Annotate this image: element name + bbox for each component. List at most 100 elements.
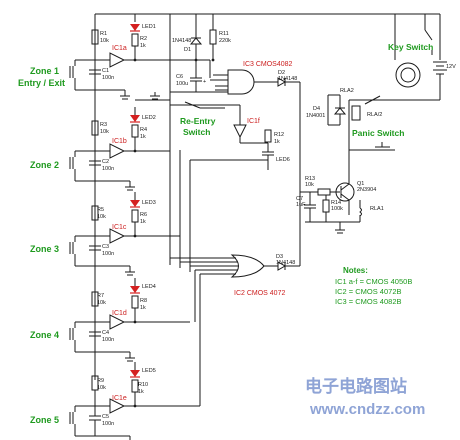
zone-5-labels: R9 10k R10 1k C5 100n IC1e LED5 [97,368,156,427]
zone-3-labels: R5 10k R6 1k C3 100n IC1c LED3 [97,200,156,257]
c6-value: 100u [176,81,188,87]
zone-2-c-value: 100n [102,166,114,172]
note-line-3: IC3 = CMOS 4082B [335,297,402,306]
zone-4-r2 [131,295,139,309]
d4-value: 1N4001 [306,113,325,119]
relay-switch-block [327,14,447,170]
r14-value: 100k [331,206,343,212]
zone-4-r1-ref: R7 [97,293,104,299]
zone-5-ic: IC1e [112,395,127,402]
zone-3-r2-value: 1k [140,219,146,225]
d2-ref: D2 [278,70,285,76]
zone-4-c-ref: C4 [102,330,109,336]
zone-2-r2-ref: R4 [140,127,147,133]
zone-circuits-generated [69,14,201,440]
zone-5-title: Zone 5 [30,415,59,425]
zone-2-ic: IC1b [112,138,127,145]
c7-value: 1uF [296,202,306,208]
zone-4-r2-value: 1k [140,305,146,311]
r13-ref: R13 [305,176,315,182]
zone-1-labels: R1 10k R2 1k C1 100n IC1a LED1 [100,24,156,81]
zone-1-title: Zone 1 [30,66,59,76]
zone-3-r2 [131,209,139,223]
zone-1-led: LED1 [142,24,156,30]
zone-5-buffer [109,398,126,414]
c7-ref: C7 [296,196,303,202]
zone-4-junction [133,320,137,324]
rla12-label: RLA/2 [367,112,382,118]
zone-4-title: Zone 4 [30,330,59,340]
zone-2-title: Zone 2 [30,160,59,170]
notes-title: Notes: [343,266,368,275]
q1-ref: Q1 [357,181,364,187]
r12-ref: R12 [274,132,284,138]
zone-3-r1-value: 10k [97,214,106,220]
zone-5-c-ref: C5 [102,414,109,420]
led6-label: LED6 [276,157,290,163]
zone-4-labels: R7 10k R8 1k C4 100n IC1d LED4 [97,284,156,343]
r11-value: 220k [219,38,231,44]
zone-2-labels: R3 10k R4 1k C2 100n IC1b LED2 [100,115,156,172]
notes-block: Notes: IC1 a-f = CMOS 4050B IC2 = CMOS 4… [335,266,412,306]
zone-2-buffer [109,143,126,159]
zone-3-r1-ref: R5 [97,207,104,213]
zone-1-c-ref: C1 [102,68,109,74]
zone-1-r1-value: 10k [100,38,109,44]
zone-3-led-icon [130,200,140,207]
zone-4-r1-value: 10k [97,300,106,306]
entry-delay-block [150,14,301,192]
zone-1-subtitle: Entry / Exit [18,78,65,88]
note-line-1: IC1 a-f = CMOS 4050B [335,277,412,286]
q1-value: 2N3904 [357,187,376,193]
d2-value: 1N4148 [278,76,297,82]
d3-value: 1N4148 [276,260,295,266]
zone-2-r2 [131,124,139,138]
zone-4-buffer [109,314,126,330]
d1-part: 1N4148 [172,38,191,44]
c6-polarity: + [203,79,206,85]
zone-5-r1-value: 10k [97,385,106,391]
zone-5-c-value: 100n [102,421,114,427]
watermark-url: www.cndzz.com [309,401,425,418]
d3-ref: D3 [276,254,283,260]
watermark-cn: 电子电路图站 [305,376,407,397]
reentry-switch-label-2: Switch [183,127,210,137]
zone-5-r1-ref: R9 [97,378,104,384]
zone-2-led-icon [130,115,140,122]
zone-2-junction [133,149,137,153]
zone-2-c-ref: C2 [102,159,109,165]
zone-4-c-value: 100n [102,337,114,343]
zone-1-ic: IC1a [112,45,127,52]
ic2-or-gate [170,192,301,278]
zone-3-c-value: 100n [102,251,114,257]
ic3-label: IC3 CMOS4082 [243,61,293,68]
zone-3-buffer [109,228,126,244]
zone-3-led: LED3 [142,200,156,206]
zone-4-r2-ref: R8 [140,298,147,304]
zone-2-r2-value: 1k [140,134,146,140]
zone-2-led: LED2 [142,115,156,121]
zone-4-led-icon [130,286,140,293]
ic2-label: IC2 CMOS 4072 [234,290,285,297]
zone-1-c-value: 100n [102,75,114,81]
zone-1-r2-ref: R2 [140,36,147,42]
d1-ref: D1 [184,47,191,53]
r13-value: 10k [305,182,314,188]
zone-1-r2-value: 1k [140,43,146,49]
zone-3-ic: IC1c [112,224,127,231]
key-switch-label: Key Switch [388,42,433,52]
rla1-label: RLA1 [370,206,384,212]
ic1f-led6-block [190,105,274,170]
r12-value: 1k [274,139,280,145]
ic1f-label: IC1f [247,118,260,125]
reentry-switch-label-1: Re-Entry [180,116,216,126]
battery-voltage: 12V [446,64,456,70]
zone-5-led-icon [130,370,140,377]
zone-3-title: Zone 3 [30,244,59,254]
zone-2-r1-ref: R3 [100,122,107,128]
zone-2-r1-value: 10k [100,129,109,135]
zone-5-r2-ref: R10 [138,382,148,388]
zone-1-r1-ref: R1 [100,31,107,37]
zone-1-led-icon [130,24,140,31]
